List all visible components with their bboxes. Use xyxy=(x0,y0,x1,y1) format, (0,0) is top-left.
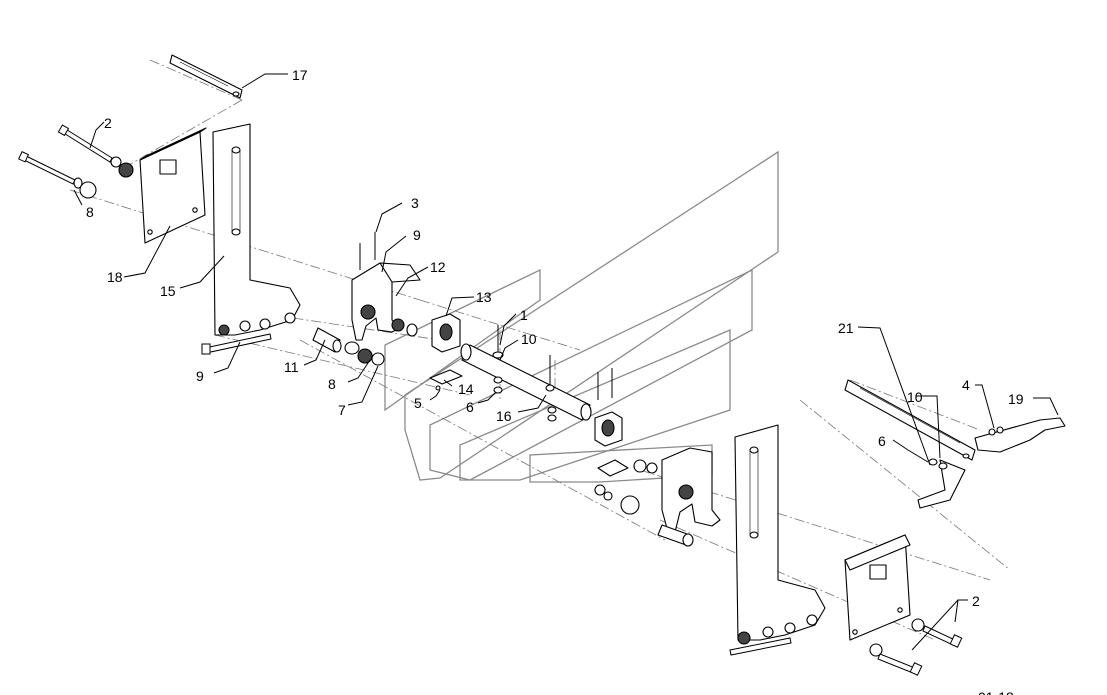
label-8-lower: 8 xyxy=(328,376,336,392)
label-2-top: 2 xyxy=(104,115,112,131)
part-17-slotted-strap xyxy=(169,54,243,99)
label-18: 18 xyxy=(107,269,123,285)
label-1: 1 xyxy=(520,307,528,323)
small-hardware-right xyxy=(928,426,1004,470)
bolt-set-left xyxy=(18,124,134,199)
bolt-9-lower xyxy=(201,333,272,355)
label-13: 13 xyxy=(476,289,492,305)
label-6-right: 6 xyxy=(878,433,886,449)
right-bracket xyxy=(620,447,721,547)
right-clamp-and-bolts xyxy=(594,368,658,501)
drawing-code: 01-18 xyxy=(978,689,1014,695)
label-6-center: 6 xyxy=(466,399,474,415)
label-2-bottom: 2 xyxy=(972,593,980,609)
background-watermark xyxy=(384,150,779,483)
part-13-clamp xyxy=(431,313,461,353)
part-18-clamp-plate xyxy=(139,127,207,244)
label-11: 11 xyxy=(284,359,299,375)
label-10-center: 10 xyxy=(521,331,537,347)
right-upright-arm xyxy=(729,424,826,656)
label-21: 21 xyxy=(838,320,854,336)
part-11-bushing xyxy=(312,327,385,366)
small-hardware-center xyxy=(435,325,557,422)
part-21-strap xyxy=(844,379,976,461)
label-19: 19 xyxy=(1008,391,1024,407)
label-7: 7 xyxy=(338,402,346,418)
part-15-upright-arm xyxy=(212,123,301,336)
part-12-bracket xyxy=(351,232,421,341)
leader-lines xyxy=(73,73,1059,651)
part-16-shaft xyxy=(460,343,592,421)
label-12: 12 xyxy=(430,259,446,275)
label-8-top: 8 xyxy=(86,204,94,220)
part-19-handle xyxy=(917,417,1066,509)
label-16: 16 xyxy=(496,408,512,424)
right-clamp-plate xyxy=(844,534,911,641)
part-14-plate xyxy=(429,369,463,385)
label-15: 15 xyxy=(160,283,176,299)
label-10-right: 10 xyxy=(907,389,923,405)
label-9-upper: 9 xyxy=(413,227,421,243)
bolt-set-right xyxy=(869,618,963,676)
center-lines xyxy=(69,59,1011,641)
label-5: 5 xyxy=(414,395,422,411)
label-9-lower: 9 xyxy=(196,368,204,384)
label-14: 14 xyxy=(458,381,474,397)
part-labels: 17 2 8 18 15 3 9 12 13 1 10 9 11 8 7 5 1… xyxy=(86,67,1024,609)
label-3: 3 xyxy=(411,195,419,211)
label-4: 4 xyxy=(962,377,970,393)
label-17: 17 xyxy=(292,67,308,83)
